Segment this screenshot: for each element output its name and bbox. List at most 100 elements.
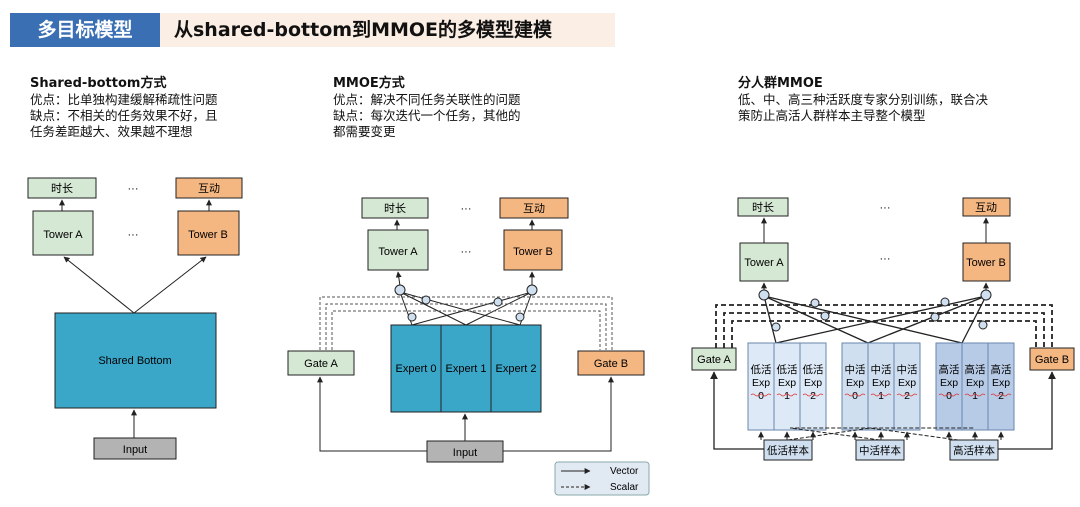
group-mmoe-diagram: 时长 ··· 互动 Tower A ··· Tower B Gate xyxy=(691,197,1075,461)
expert-label: 1 xyxy=(972,390,978,402)
gate-b-label: Gate B xyxy=(1035,354,1069,366)
expert-column xyxy=(747,342,775,431)
output-label-a: 时长 xyxy=(384,202,406,215)
ellipsis: ··· xyxy=(128,229,139,241)
expert-0-label: Expert 0 xyxy=(396,363,437,375)
desc-line: 缺点：不相关的任务效果不好，且 xyxy=(30,108,218,123)
expert-column xyxy=(799,342,827,431)
tower-b xyxy=(962,242,1011,282)
expert-label: 高活 xyxy=(965,363,986,376)
expert-label: 中活 xyxy=(897,363,918,376)
expert-label: Exp xyxy=(846,377,864,389)
expert-label: Exp xyxy=(992,377,1010,389)
expert-label: 0 xyxy=(758,390,764,402)
ellipsis: ··· xyxy=(880,253,891,265)
input-box xyxy=(93,437,177,460)
output-box-a xyxy=(361,197,429,219)
expert-label: 2 xyxy=(904,390,910,402)
output-label-b: 互动 xyxy=(523,202,545,215)
sample-label-mid: 中活样本 xyxy=(859,444,901,457)
shared-bottom-description: Shared-bottom方式 优点：比单独构建缓解稀疏性问题 缺点：不相关的任… xyxy=(30,76,218,140)
ellipsis: ··· xyxy=(461,246,472,258)
sample-box-high xyxy=(949,439,999,461)
expert-label: 低活 xyxy=(751,363,772,376)
expert-column xyxy=(935,342,963,431)
expert-label: 1 xyxy=(878,390,884,402)
sample-label-low: 低活样本 xyxy=(767,444,809,457)
gate-a xyxy=(287,350,355,376)
desc-line: 策防止高活人群样本主导整个模型 xyxy=(738,108,926,123)
expert-column xyxy=(841,342,869,431)
desc-line: 优点：比单独构建缓解稀疏性问题 xyxy=(30,92,218,107)
ellipsis: ··· xyxy=(880,202,891,214)
tower-a xyxy=(367,229,429,271)
tower-b xyxy=(503,229,563,271)
output-box-a xyxy=(737,197,789,217)
shared-bottom-title: Shared-bottom方式 xyxy=(30,76,167,91)
gate-b-label: Gate B xyxy=(594,358,628,370)
expert-label: Exp xyxy=(966,377,984,389)
expert-label: Exp xyxy=(778,377,796,389)
tower-b-label: Tower B xyxy=(966,257,1006,269)
output-box-b xyxy=(962,197,1011,217)
expert-label: 低活 xyxy=(803,363,824,376)
tower-b-label: Tower B xyxy=(188,229,228,241)
shared-bottom-label: Shared Bottom xyxy=(98,355,171,367)
expert-column xyxy=(773,342,801,431)
desc-line: 任务差距越大、效果越不理想 xyxy=(30,124,193,139)
desc-line: 缺点：每次迭代一个任务，其他的 xyxy=(333,108,521,123)
sample-box-mid xyxy=(855,439,905,461)
output-box-a xyxy=(27,177,97,199)
gate-b xyxy=(577,350,645,376)
mmoe-diagram: 时长 ··· 互动 Tower A ··· Tower B Gate A xyxy=(287,197,650,496)
shared-bottom-diagram: 时长 ··· 互动 Tower A ··· Tower B Shared Bot… xyxy=(27,177,243,460)
desc-line: 优点：解决不同任务关联性的问题 xyxy=(333,92,521,107)
tower-a xyxy=(32,210,94,256)
tower-a-label: Tower A xyxy=(378,246,418,258)
output-label-a: 时长 xyxy=(51,182,73,195)
expert-label: 2 xyxy=(998,390,1004,402)
output-label-b: 互动 xyxy=(975,201,997,214)
expert-label: 低活 xyxy=(777,363,798,376)
tower-a-label: Tower A xyxy=(744,257,784,269)
ellipsis: ··· xyxy=(128,183,139,195)
output-box-b xyxy=(499,197,569,219)
ellipsis: ··· xyxy=(461,203,472,215)
expert-1-label: Expert 1 xyxy=(446,363,487,375)
expert-label: 中活 xyxy=(845,363,866,376)
expert-label: 0 xyxy=(946,390,952,402)
mmoe-description: MMOE方式 优点：解决不同任务关联性的问题 缺点：每次迭代一个任务，其他的 都… xyxy=(333,76,521,140)
expert-label: 2 xyxy=(810,390,816,402)
legend-vector: Vector xyxy=(610,466,639,477)
mmoe-title: MMOE方式 xyxy=(333,76,405,91)
expert-label: 0 xyxy=(852,390,858,402)
page-title: 从shared-bottom到MMOE的多模型建模 xyxy=(160,13,615,47)
output-box-b xyxy=(175,177,243,199)
expert-column xyxy=(867,342,895,431)
expert-label: Exp xyxy=(940,377,958,389)
expert-label: 1 xyxy=(784,390,790,402)
legend-scalar: Scalar xyxy=(610,482,639,493)
sample-box-low xyxy=(763,439,813,461)
expert-column xyxy=(987,342,1015,431)
tower-b-label: Tower B xyxy=(513,246,553,258)
desc-line: 都需要变更 xyxy=(333,124,396,139)
expert-label: 中活 xyxy=(871,363,892,376)
expert-label: 高活 xyxy=(991,363,1012,376)
group-mmoe-title: 分人群MMOE xyxy=(738,76,823,91)
expert-label: Exp xyxy=(804,377,822,389)
desc-line: 低、中、高三种活跃度专家分别训练，联合决 xyxy=(738,92,989,107)
shared-bottom-box xyxy=(54,312,217,409)
expert-groups: 低活Exp0低活Exp1低活Exp2中活Exp0中活Exp1中活Exp2高活Ex… xyxy=(747,342,1015,440)
tower-b xyxy=(177,210,240,256)
gate-b xyxy=(1029,347,1075,371)
expert-column xyxy=(893,342,921,431)
gate-a-label: Gate A xyxy=(304,358,338,370)
input-label: Input xyxy=(453,447,477,459)
section-tag: 多目标模型 xyxy=(10,13,160,47)
experts-box xyxy=(390,324,542,413)
input-label: Input xyxy=(123,444,147,456)
tower-a xyxy=(739,242,789,282)
expert-label: Exp xyxy=(752,377,770,389)
